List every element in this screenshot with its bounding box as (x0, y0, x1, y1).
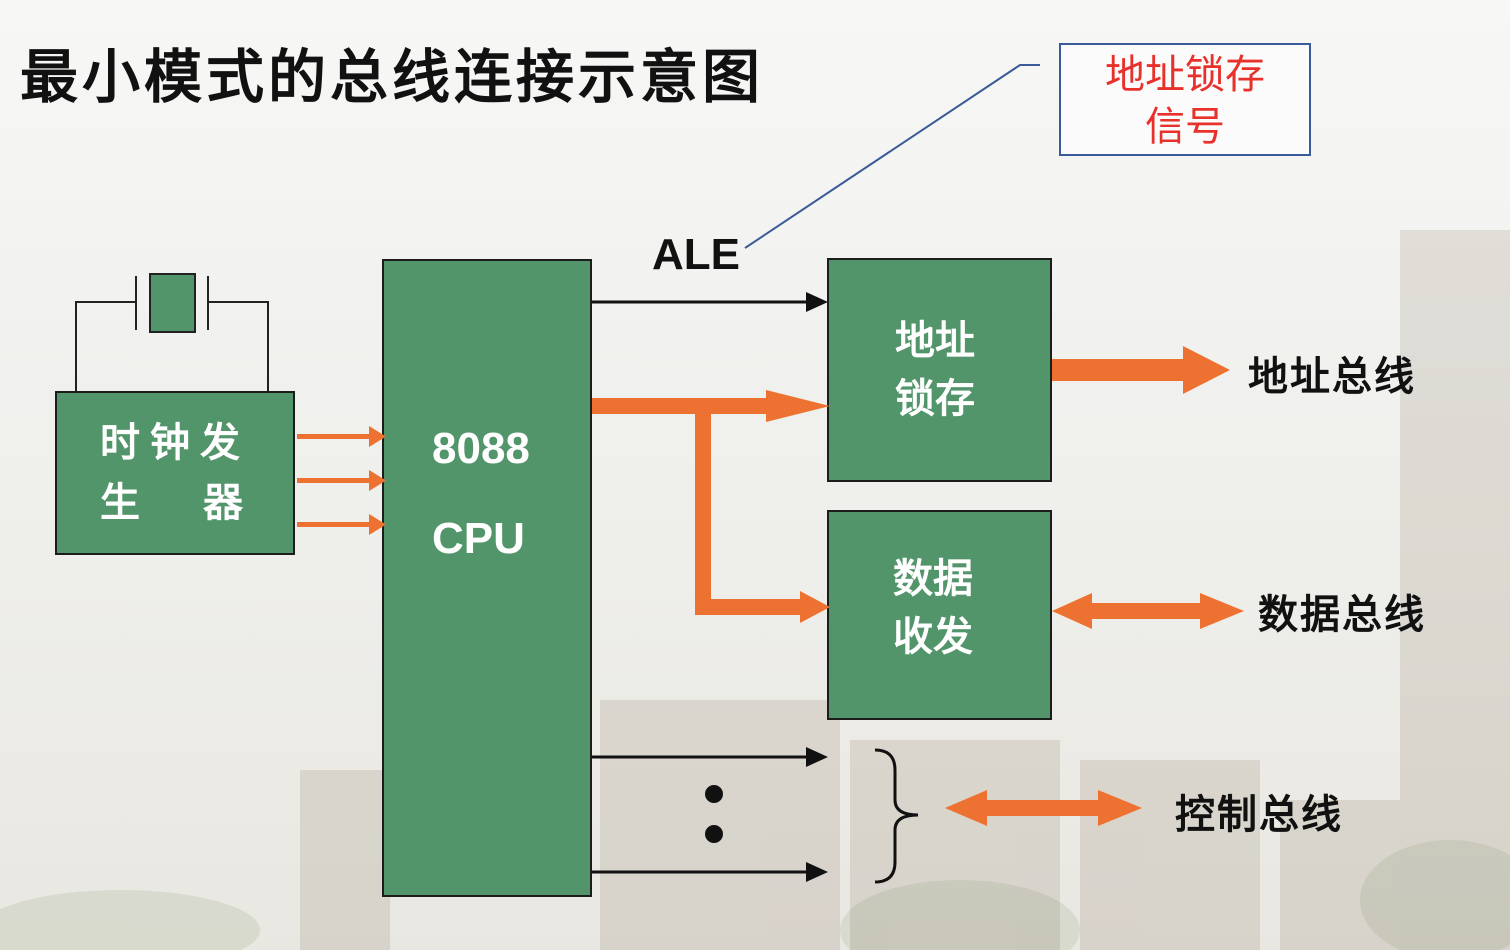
clock-generator-label-2a: 生 (100, 479, 140, 526)
address-latch-label-1: 地址 (895, 317, 975, 364)
address-bus-label: 地址总线 (1248, 353, 1416, 400)
crystal-oscillator-icon (75, 273, 269, 391)
cpu-box (382, 259, 592, 897)
ale-signal-label: ALE (652, 230, 740, 279)
address-latch-label-2: 锁存 (895, 375, 975, 422)
control-brace (874, 748, 919, 884)
data-bus-arrow (1052, 593, 1244, 629)
control-bus-arrow (945, 790, 1142, 826)
cpu-to-latch-arrow (592, 390, 830, 422)
data-transceiver-box (827, 510, 1052, 720)
cpu-label-model: 8088 (432, 424, 530, 473)
data-bus-label: 数据总线 (1258, 591, 1426, 638)
cpu-to-transceiver-arrow (695, 406, 830, 623)
clock-generator-box (55, 391, 295, 555)
control-bus-label: 控制总线 (1175, 791, 1343, 838)
address-bus-arrow (1052, 346, 1230, 394)
ale-callout-box: 地址锁存 信号 (1059, 43, 1311, 156)
callout-leader-line (744, 64, 1040, 249)
address-latch-box (827, 258, 1052, 482)
control-lines (592, 747, 828, 882)
callout-line-1: 地址锁存 (1105, 52, 1265, 98)
callout-line-2: 信号 (1145, 104, 1225, 150)
clock-generator-label-1: 时钟发 (100, 419, 250, 466)
clock-to-cpu-arrows (297, 426, 386, 535)
cpu-label-cpu: CPU (432, 514, 525, 563)
page-title: 最小模式的总线连接示意图 (20, 43, 765, 111)
ale-arrow (592, 292, 828, 312)
clock-generator-label-2b: 器 (203, 479, 243, 526)
data-transceiver-label-2: 收发 (893, 613, 973, 660)
data-transceiver-label-1: 数据 (893, 555, 973, 602)
